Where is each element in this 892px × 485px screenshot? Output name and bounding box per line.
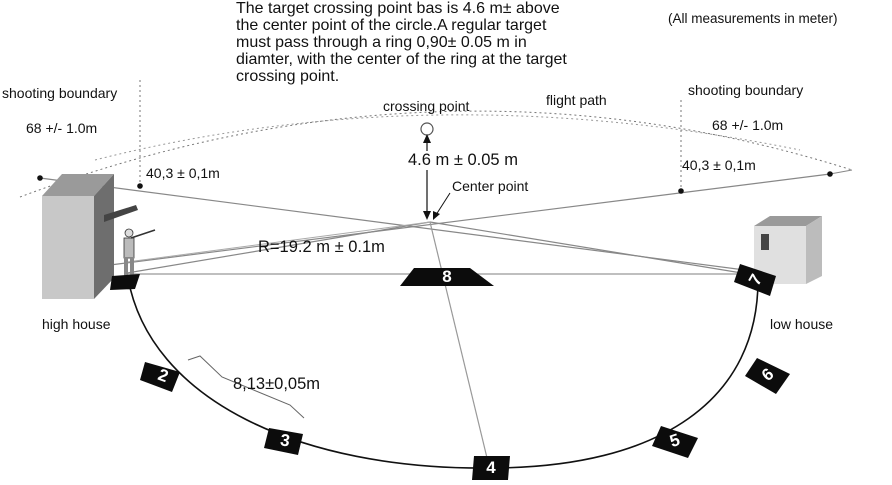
- station-pad-1: [110, 274, 140, 290]
- height-arrow-up-icon: [423, 134, 431, 143]
- radius-label: R=19.2 m ± 0.1m: [258, 238, 385, 256]
- station-4-label: 4: [486, 458, 496, 477]
- height-label: 4.6 m ± 0.05 m: [408, 151, 518, 170]
- flight-line-low: [109, 173, 831, 266]
- center-point-arrow-icon: [433, 211, 440, 220]
- note-line-4: diamter, with the center of the ring at …: [236, 51, 567, 68]
- station-8-label: 8: [442, 267, 452, 286]
- station-pad-4: [472, 456, 510, 480]
- radius-line-1: [126, 221, 431, 274]
- station-pad-7: [734, 264, 776, 296]
- flight-line-low-ext: [829, 169, 853, 175]
- boundary-dot-right-outer: [827, 171, 833, 177]
- spacing-bracket: [187, 355, 305, 419]
- radius-line-1b: [126, 221, 431, 263]
- left-boundary-label: shooting boundary: [2, 85, 118, 101]
- station-spacing-label: 8,13±0,05m: [233, 375, 321, 393]
- boundary-dot-left: [137, 183, 143, 189]
- flight-envelope-arc: [19, 110, 853, 198]
- right-boundary-offset: 40,3 ± 0,1m: [682, 157, 756, 173]
- low-house-label: low house: [770, 316, 834, 332]
- high-house-label: high house: [42, 316, 111, 332]
- shooter-figure: [123, 228, 156, 277]
- right-boundary-label: shooting boundary: [688, 82, 804, 98]
- station-pad-3: [264, 428, 303, 455]
- height-arrow-down-icon: [423, 211, 431, 220]
- crossing-point-label: crossing point: [383, 98, 470, 114]
- boundary-dot-left-outer: [37, 175, 43, 181]
- crossing-ring: [420, 122, 434, 136]
- radius-line-7: [429, 221, 761, 277]
- note-line-5: crossing point.: [236, 68, 340, 85]
- flight-envelope-arc-inner: [94, 114, 801, 161]
- station-pad-2: [140, 362, 180, 392]
- left-boundary-distance: 68 +/- 1.0m: [26, 120, 98, 136]
- high-house: [42, 174, 138, 299]
- note-line-1: The target crossing point bas is 4.6 m± …: [236, 0, 560, 17]
- station-pad-8: [400, 268, 494, 286]
- note-line-2: the center point of the circle.A regular…: [236, 17, 547, 34]
- right-boundary-distance: 68 +/- 1.0m: [712, 117, 784, 133]
- station-pad-6: [745, 358, 790, 394]
- center-point-label: Center point: [452, 178, 529, 194]
- note-line-3: must pass through a ring 0,90± 0.05 m in: [236, 34, 527, 51]
- radius-line-4: [429, 221, 489, 463]
- boundary-dot-right: [678, 188, 684, 194]
- flight-path-label: flight path: [546, 92, 607, 108]
- station-pad-5: [652, 426, 698, 458]
- left-boundary-offset: 40,3 ± 0,1m: [146, 165, 220, 181]
- station-3-label: 3: [279, 430, 292, 451]
- crossing-point-note: The target crossing point bas is 4.6 m± …: [236, 0, 636, 85]
- units-note: (All measurements in meter): [668, 11, 838, 26]
